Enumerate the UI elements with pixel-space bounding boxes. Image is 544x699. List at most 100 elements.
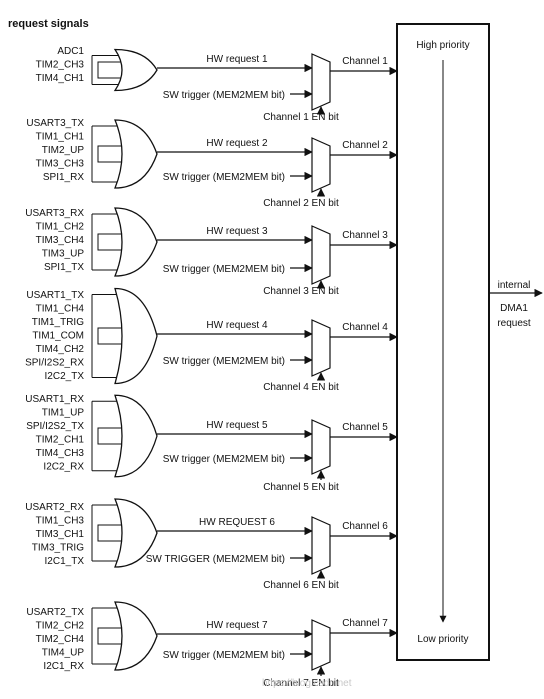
channel-6-output-label: Channel 6 [342, 521, 388, 532]
channel-6-mux [311, 516, 331, 575]
channel-3-hw-request-label: HW request 3 [206, 226, 268, 237]
channel-5-or-gate [114, 394, 158, 478]
channel-5-input-label: USART1_RX [25, 394, 84, 405]
channel-5-input-bus [91, 400, 119, 472]
channel-7-input-label: USART2_TX [26, 607, 84, 618]
channel-2-sw-trigger-label: SW trigger (MEM2MEM bit) [163, 172, 285, 183]
channel-3-input-bus [91, 213, 119, 271]
channel-1-input-label: TIM4_CH1 [36, 73, 85, 84]
channel-7-input-bus [91, 607, 119, 665]
channel-7-or-gate [114, 601, 158, 671]
channel-4-input-label: TIM1_COM [32, 331, 84, 342]
channel-3-input-label: TIM1_CH2 [36, 222, 85, 233]
channel-6-input-label: I2C1_TX [45, 556, 85, 567]
channel-5-group: USART1_RX TIM1_UP SPI/I2S2_TX TIM2_CH1TIM4_… [25, 394, 398, 493]
channel-3-input-label: TIM3_CH4 [36, 235, 85, 246]
channel-3-mux [311, 225, 331, 285]
channel-3-input-label: TIM3_UP [42, 249, 85, 260]
output-label-line1: internal [498, 280, 531, 291]
channel-2-input-label: SPI1_RX [43, 172, 84, 183]
channel-7-input-label: TIM2_CH2 [36, 621, 85, 632]
channel-5-sw-trigger-label: SW trigger (MEM2MEM bit) [163, 454, 285, 465]
channel-5-hw-request-label: HW request 5 [206, 420, 268, 431]
channel-5-mux [311, 419, 331, 475]
low-priority-label: Low priority [417, 634, 468, 645]
channel-6-input-label: TIM3_TRIG [32, 543, 84, 554]
channel-2-input-label: TIM1_CH1 [36, 132, 85, 143]
channel-6-hw-request-label: HW REQUEST 6 [199, 517, 275, 528]
channel-3-input-label: SPI1_TX [44, 262, 84, 273]
channel-3-or-gate [114, 207, 158, 277]
channel-3-sw-trigger-label: SW trigger (MEM2MEM bit) [163, 264, 285, 275]
channel-4-input-label: TIM4_CH2 [36, 344, 85, 355]
channel-4-input-label: USART1_TX [26, 290, 84, 301]
channel-1-output-label: Channel 1 [342, 56, 388, 67]
channel-1-input-label: ADC1 [57, 46, 84, 57]
channel-1-en-bit-label: Channel 1 EN bit [263, 112, 339, 123]
channel-3-en-bit-label: Channel 3 EN bit [263, 286, 339, 297]
channel-2-or-gate [114, 119, 158, 189]
channel-4-input-label: I2C2_TX [45, 371, 85, 382]
channel-4-output-label: Channel 4 [342, 322, 388, 333]
channel-2-en-bit-label: Channel 2 EN bit [263, 198, 339, 209]
channel-6-en-bit-label: Channel 6 EN bit [263, 580, 339, 591]
channel-5-input-label: TIM1_UP [42, 408, 85, 419]
channel-2-input-bus [91, 125, 119, 183]
channel-1-hw-request-label: HW request 1 [206, 54, 268, 65]
channel-5-input-label: SPI/I2S2_TX [26, 421, 84, 432]
channel-7-hw-request-label: HW request 7 [206, 620, 268, 631]
channel-5-output-label: Channel 5 [342, 422, 388, 433]
channel-7-input-label: TIM4_UP [42, 648, 85, 659]
channel-4-group: USART1_TXTIM1_CH4TIM1_TRIGTIM1_COMTIM4_C… [25, 287, 398, 393]
channel-4-sw-trigger-label: SW trigger (MEM2MEM bit) [163, 356, 285, 367]
watermark: https://blog.csdn.net [262, 678, 352, 689]
channel-4-hw-request-label: HW request 4 [206, 320, 268, 331]
channel-4-en-bit-label: Channel 4 EN bit [263, 382, 339, 393]
channel-2-mux [311, 137, 331, 193]
channel-5-en-bit-label: Channel 5 EN bit [263, 482, 339, 493]
channel-2-input-label: TIM3_CH3 [36, 159, 85, 170]
channel-4-mux [311, 319, 331, 377]
channel-5-input-label: TIM4_CH3 [36, 448, 85, 459]
channel-6-input-label: TIM3_CH1 [36, 529, 85, 540]
channel-6-input-label: TIM1_CH3 [36, 516, 85, 527]
output-label-line3: request [497, 318, 531, 329]
output-label-line2: DMA1 [500, 303, 528, 314]
channel-2-input-label: TIM2_UP [42, 145, 85, 156]
channel-2-output-label: Channel 2 [342, 140, 388, 151]
channel-7-sw-trigger-label: SW trigger (MEM2MEM bit) [163, 650, 285, 661]
channel-1-sw-trigger-label: SW trigger (MEM2MEM bit) [163, 90, 285, 101]
channel-1-mux [311, 53, 331, 111]
channel-2-hw-request-label: HW request 2 [206, 138, 268, 149]
channel-5-input-label: I2C2_RX [43, 462, 84, 473]
channel-4-input-bus [91, 294, 119, 378]
channel-1-input-bus [91, 55, 119, 85]
request-signals-title: request signals [8, 18, 89, 30]
channel-6-sw-trigger-label: SW TRIGGER (MEM2MEM bit) [146, 554, 285, 565]
channel-1-or-gate [113, 48, 158, 92]
channel-5-input-label: TIM2_CH1 [36, 435, 85, 446]
channel-4-input-label: TIM1_TRIG [32, 317, 84, 328]
channel-1-input-label: TIM2_CH3 [36, 60, 85, 71]
channel-6-input-label: USART2_RX [25, 502, 84, 513]
channel-7-input-label: TIM2_CH4 [36, 634, 85, 645]
channel-4-input-label: SPI/I2S2_RX [25, 358, 84, 369]
channel-3-group: USART3_RXTIM1_CH2TIM3_CH4TIM3_UPSPI1_TXH… [25, 207, 398, 297]
channel-2-input-label: USART3_TX [26, 118, 84, 129]
channel-7-input-label: I2C1_RX [43, 661, 84, 672]
channel-7-output-label: Channel 7 [342, 618, 388, 629]
channel-4-or-gate [114, 287, 158, 385]
channel-3-output-label: Channel 3 [342, 230, 388, 241]
channel-6-or-gate [114, 498, 158, 568]
channel-7-en-bit-label: Channel 7 EN bit [263, 678, 339, 689]
channel-7-mux [311, 619, 331, 671]
channel-6-input-bus [91, 504, 119, 562]
high-priority-label: High priority [416, 40, 469, 51]
